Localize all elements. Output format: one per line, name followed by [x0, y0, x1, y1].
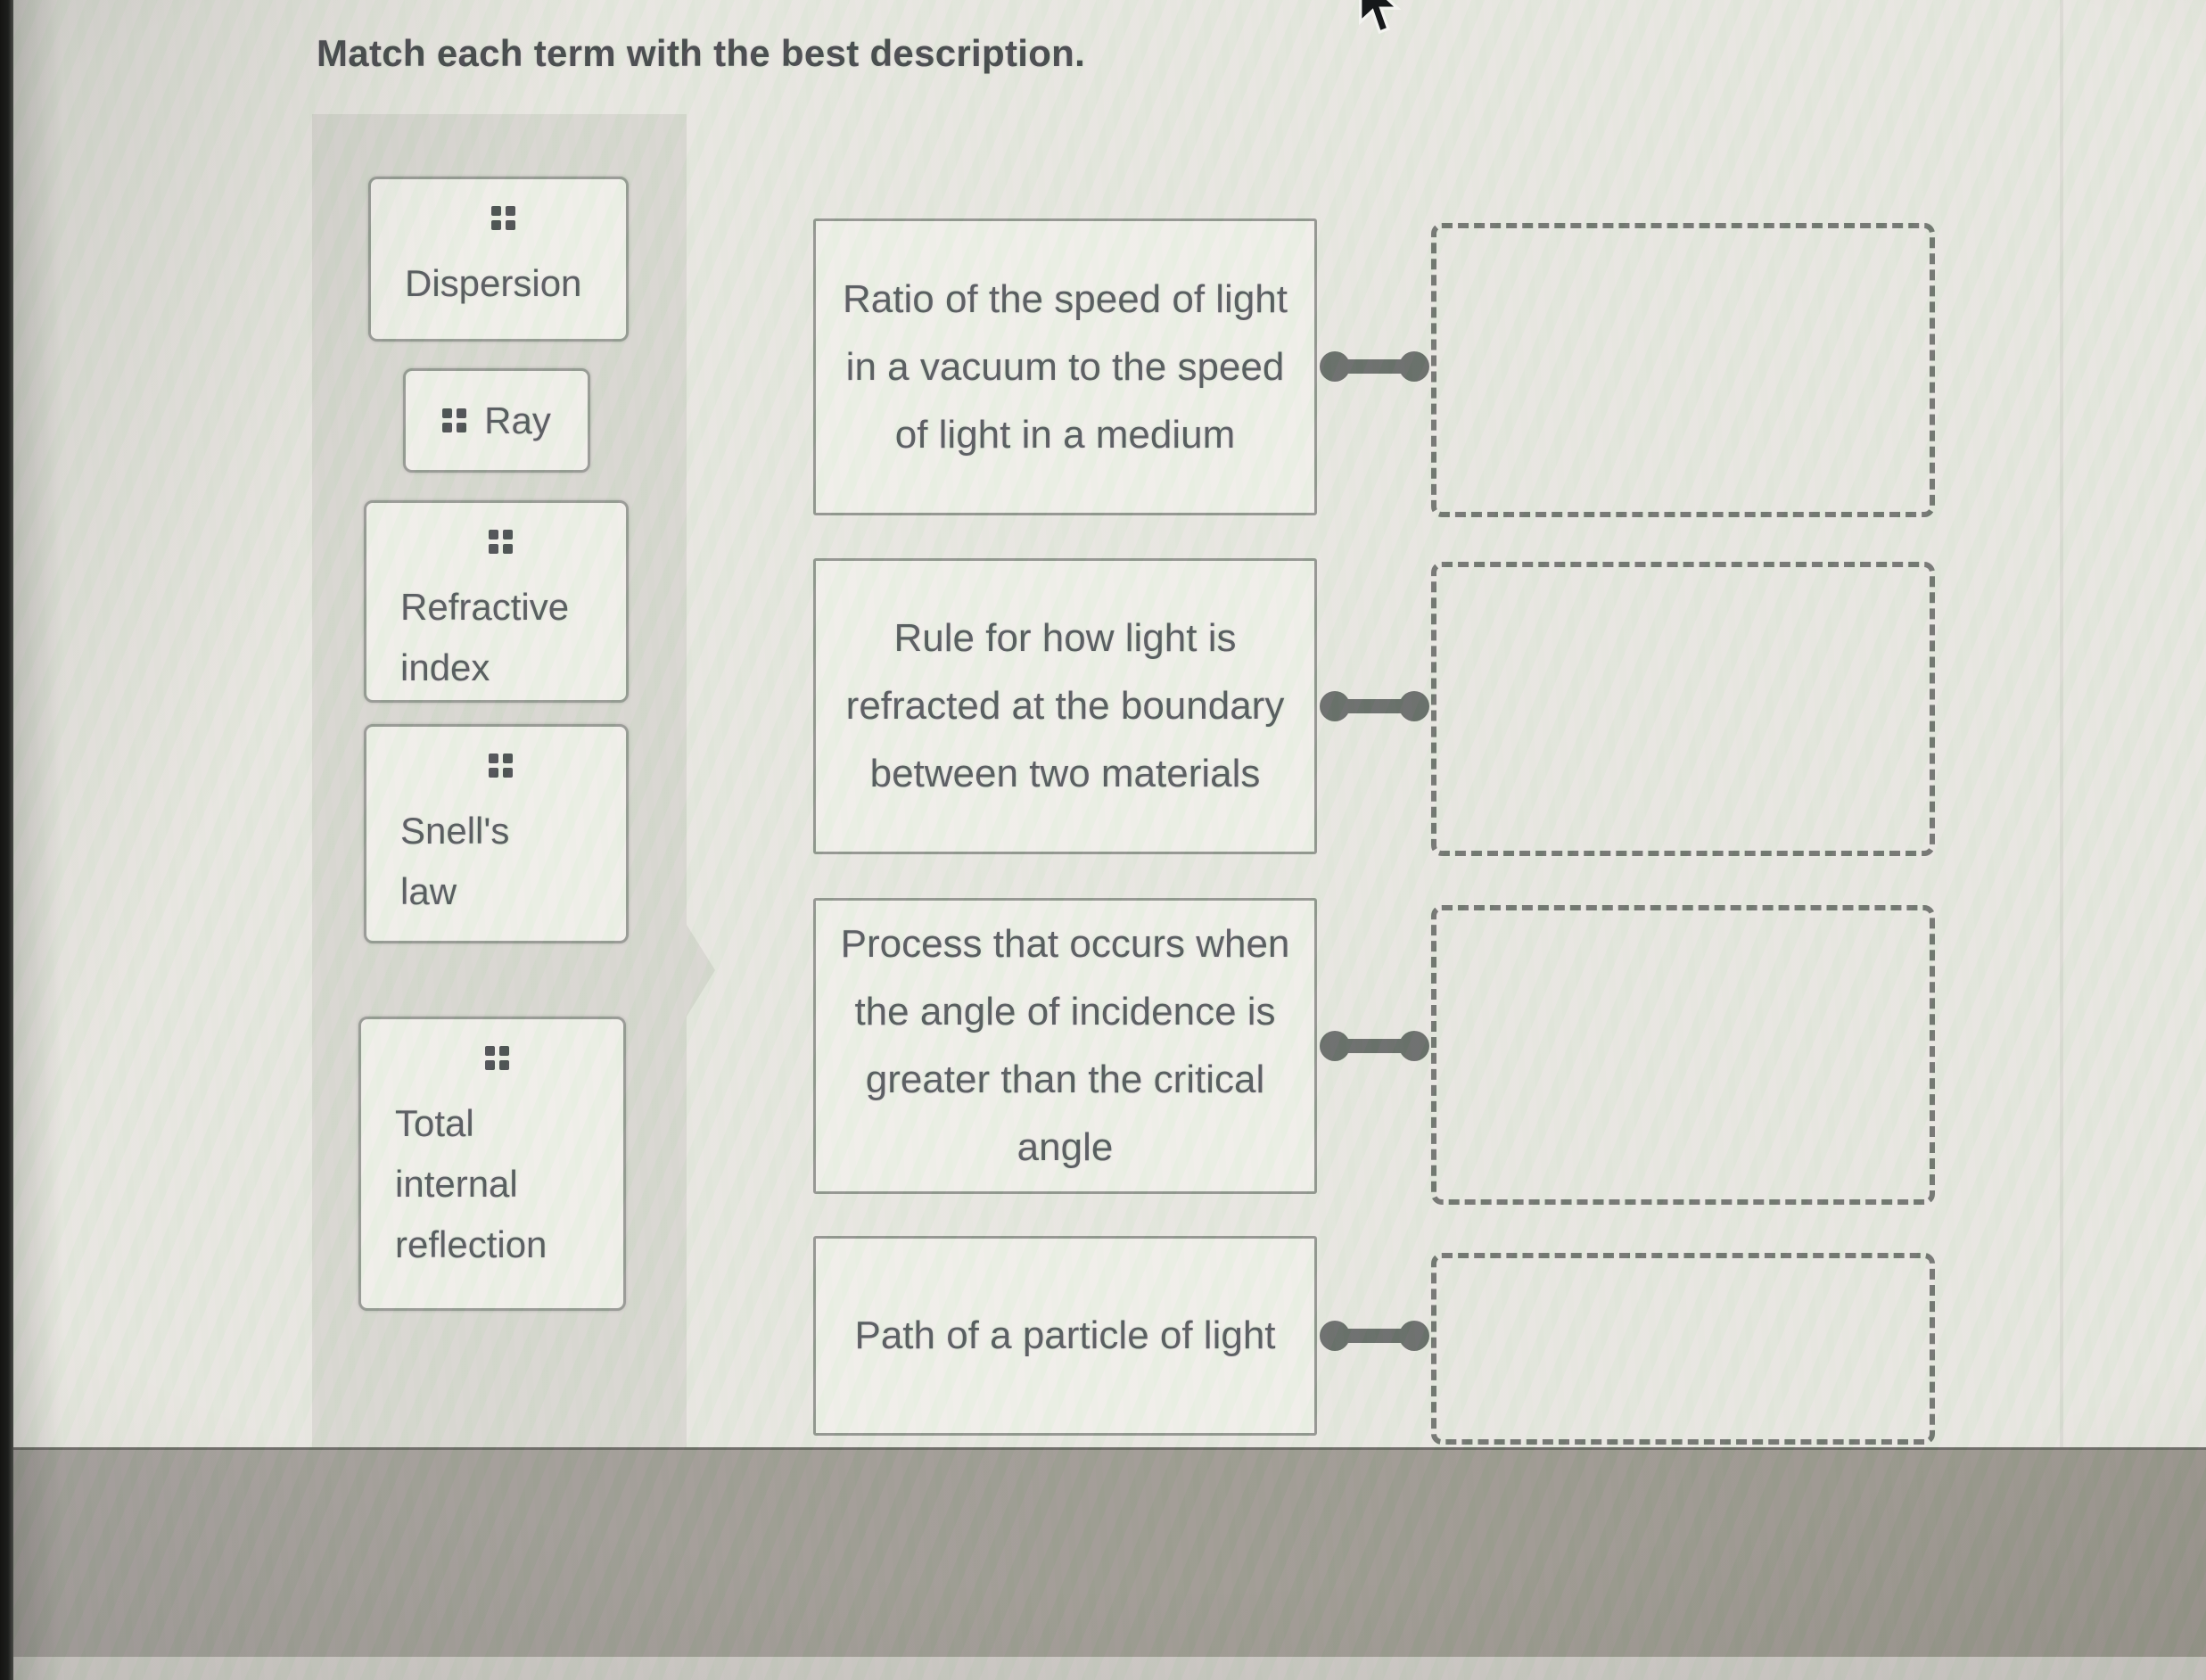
connector-1	[1320, 351, 1429, 382]
drag-handle-icon	[489, 530, 513, 554]
connector-dot	[1399, 1321, 1429, 1351]
description-box-3: Process that occurs when the angle of in…	[813, 898, 1317, 1194]
term-label: Dispersion	[405, 262, 582, 304]
term-chip-refractive-index[interactable]: Refractive index	[364, 500, 629, 703]
drop-target-1[interactable]	[1431, 223, 1935, 517]
term-label: Snell's law	[400, 810, 510, 912]
connector-dot	[1399, 1031, 1429, 1061]
screen-bezel-left	[0, 0, 13, 1680]
term-chip-total-internal-reflection[interactable]: Total internal reflection	[358, 1017, 626, 1311]
term-label: Ray	[484, 399, 551, 441]
connector-dot	[1399, 351, 1429, 382]
description-box-4: Path of a particle of light	[813, 1236, 1317, 1436]
term-label: Total internal reflection	[395, 1102, 547, 1265]
term-chip-ray[interactable]: Ray	[403, 368, 590, 473]
connector-dot	[1399, 691, 1429, 721]
description-text: Rule for how light is refracted at the b…	[845, 616, 1285, 795]
connector-2	[1320, 691, 1429, 721]
connector-bar	[1334, 359, 1415, 374]
description-box-2: Rule for how light is refracted at the b…	[813, 558, 1317, 854]
drop-target-4[interactable]	[1431, 1253, 1935, 1445]
connector-bar	[1334, 699, 1415, 713]
drag-handle-icon	[484, 1046, 509, 1070]
screen-seam	[2060, 0, 2063, 1447]
connector-4	[1320, 1321, 1429, 1351]
question-title: Match each term with the best descriptio…	[317, 32, 1086, 74]
connector-bar	[1334, 1329, 1415, 1343]
description-text: Ratio of the speed of light in a vacuum …	[843, 276, 1288, 457]
term-chip-dispersion[interactable]: Dispersion	[368, 177, 629, 342]
drop-target-2[interactable]	[1431, 562, 1935, 856]
bottom-light-strip	[0, 1657, 2206, 1680]
drag-handle-icon	[442, 408, 467, 432]
mouse-cursor-icon	[1359, 0, 1402, 35]
connector-3	[1320, 1031, 1429, 1061]
term-label: Refractive index	[400, 586, 570, 688]
description-text: Path of a particle of light	[854, 1314, 1276, 1357]
connector-bar	[1334, 1039, 1415, 1053]
description-box-1: Ratio of the speed of light in a vacuum …	[813, 218, 1317, 515]
drag-handle-icon	[490, 206, 515, 230]
description-text: Process that occurs when the angle of in…	[840, 922, 1290, 1169]
drop-target-3[interactable]	[1431, 905, 1935, 1205]
bottom-gray-band	[0, 1447, 2206, 1657]
term-chip-snells-law[interactable]: Snell's law	[364, 724, 629, 943]
drag-handle-icon	[489, 754, 513, 778]
